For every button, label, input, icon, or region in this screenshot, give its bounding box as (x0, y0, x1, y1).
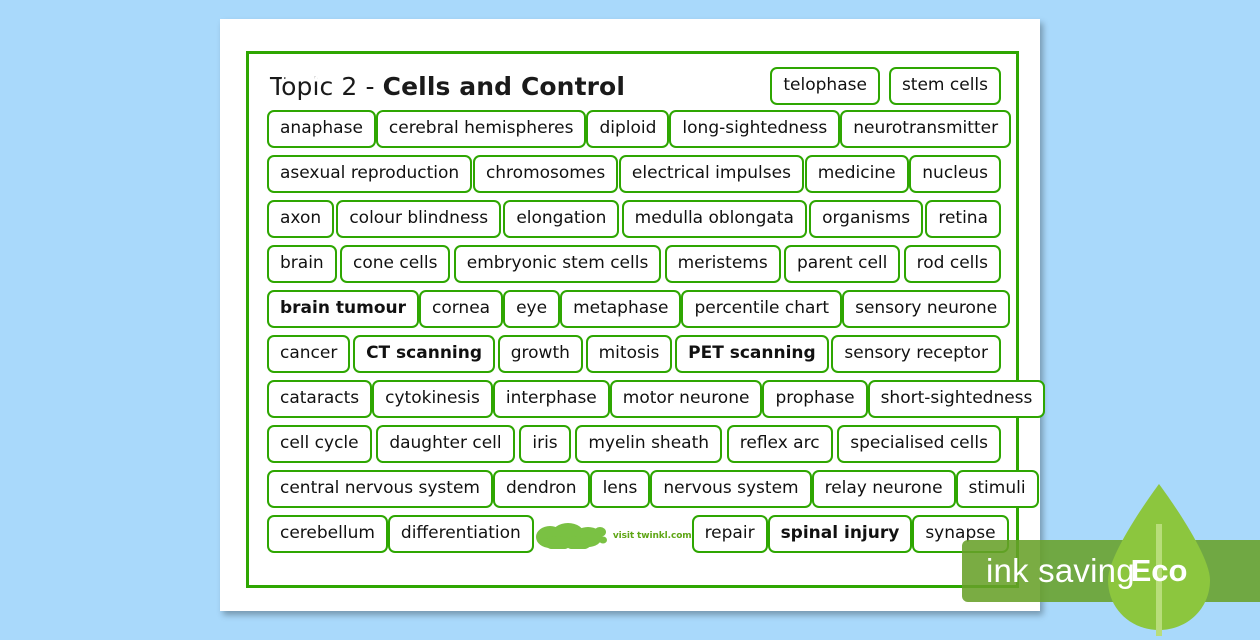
word-box[interactable]: central nervous system (267, 470, 493, 508)
word-row: anaphase cerebral hemispheres diploid lo… (267, 110, 1012, 148)
green-border-frame: Topic 2 - Cells and Control telophase st… (246, 51, 1046, 588)
word-box[interactable]: elongation (503, 200, 620, 238)
word-box[interactable]: brain (267, 245, 337, 283)
word-box[interactable]: prophase (762, 380, 868, 418)
word-box[interactable]: differentiation (387, 515, 534, 553)
word-box[interactable]: short-sightedness (867, 380, 1046, 418)
word-box[interactable]: axon (267, 200, 335, 238)
word-box[interactable]: cancer (267, 335, 351, 373)
word-box[interactable]: cytokinesis (372, 380, 493, 418)
eco-label: Eco (1130, 553, 1188, 588)
word-box[interactable]: specialised cells (837, 425, 1001, 463)
word-box[interactable]: repair (691, 515, 768, 553)
word-box[interactable]: iris (519, 425, 571, 463)
word-box[interactable]: cone cells (339, 245, 451, 283)
word-box[interactable]: growth (497, 335, 583, 373)
title-row: Topic 2 - Cells and Control telophase st… (267, 64, 1001, 108)
twinkl-tagline: visit twinkl.com (612, 531, 692, 541)
title-prefix: Topic 2 - (270, 71, 383, 101)
word-box[interactable]: parent cell (783, 245, 901, 283)
word-box[interactable]: CT scanning (353, 335, 496, 373)
word-box[interactable]: eye (503, 290, 561, 328)
word-box[interactable]: mitosis (585, 335, 673, 373)
word-box[interactable]: motor neurone (609, 380, 763, 418)
word-row: brain tumour cornea eye metaphase percen… (267, 290, 1011, 328)
word-box[interactable]: diploid (586, 110, 670, 148)
word-box[interactable]: synapse (912, 515, 1009, 553)
word-box[interactable]: interphase (492, 380, 610, 418)
word-mat-content: Topic 2 - Cells and Control telophase st… (267, 64, 1046, 577)
word-box[interactable]: metaphase (560, 290, 682, 328)
word-box[interactable]: medicine (804, 155, 909, 193)
word-row: central nervous system dendron lens nerv… (267, 470, 1039, 508)
word-box[interactable]: dendron (492, 470, 590, 508)
word-box[interactable]: long-sightedness (669, 110, 841, 148)
word-box[interactable]: cornea (418, 290, 504, 328)
word-box[interactable]: sensory neurone (842, 290, 1011, 328)
word-box[interactable]: neurotransmitter (840, 110, 1012, 148)
word-box[interactable]: percentile chart (681, 290, 843, 328)
word-box[interactable]: meristems (664, 245, 781, 283)
word-row: cell cycle daughter cell iris myelin she… (267, 425, 1001, 463)
word-row: axon colour blindness elongation medulla… (267, 200, 1001, 238)
title-subject: Cells and Control (382, 71, 625, 101)
cloud-icon (534, 523, 608, 549)
word-box[interactable]: embryonic stem cells (453, 245, 662, 283)
worksheet-page: Topic 2 - Cells and Control telophase st… (220, 19, 1046, 611)
page-title: Topic 2 - Cells and Control (267, 72, 625, 101)
word-box[interactable]: sensory receptor (831, 335, 1001, 373)
title-row-word-group: telophase stem cells (770, 67, 1001, 105)
word-box[interactable]: spinal injury (767, 515, 913, 553)
word-box[interactable]: chromosomes (472, 155, 619, 193)
word-box[interactable]: rod cells (903, 245, 1001, 283)
word-box[interactable]: lens (589, 470, 651, 508)
word-row: brain cone cells embryonic stem cells me… (267, 245, 1001, 283)
word-box[interactable]: medulla oblongata (621, 200, 807, 238)
word-box[interactable]: retina (925, 200, 1001, 238)
word-row-with-logo: cerebellum differentiation (267, 69, 1009, 553)
word-box[interactable]: reflex arc (726, 425, 833, 463)
leaf-icon (1102, 480, 1216, 636)
word-box[interactable]: nervous system (650, 470, 812, 508)
word-box[interactable]: cell cycle (267, 425, 372, 463)
word-box[interactable]: asexual reproduction (267, 155, 473, 193)
word-box[interactable]: organisms (809, 200, 924, 238)
word-box[interactable]: cerebral hemispheres (375, 110, 587, 148)
word-box[interactable]: PET scanning (675, 335, 829, 373)
word-box[interactable]: nucleus (909, 155, 1001, 193)
word-row: cancer CT scanning growth mitosis PET sc… (267, 335, 1001, 373)
word-row: asexual reproduction chromosomes electri… (267, 155, 1001, 193)
twinkl-wordmark: twinkl (280, 69, 328, 85)
word-box[interactable]: myelin sheath (575, 425, 723, 463)
word-box[interactable]: colour blindness (336, 200, 502, 238)
word-box[interactable]: electrical impulses (618, 155, 804, 193)
word-box[interactable]: cerebellum (267, 515, 388, 553)
word-box[interactable]: anaphase (267, 110, 376, 148)
word-box[interactable]: stem cells (888, 67, 1001, 105)
word-box[interactable]: relay neurone (811, 470, 956, 508)
twinkl-logo: twinkl visit twinkl.com (281, 69, 692, 549)
word-row: cataracts cytokinesis interphase motor n… (267, 380, 1046, 418)
word-box[interactable]: cataracts (267, 380, 373, 418)
word-box[interactable]: telophase (770, 67, 880, 105)
word-box[interactable]: brain tumour (267, 290, 419, 328)
word-box[interactable]: daughter cell (376, 425, 515, 463)
word-box[interactable]: stimuli (955, 470, 1039, 508)
